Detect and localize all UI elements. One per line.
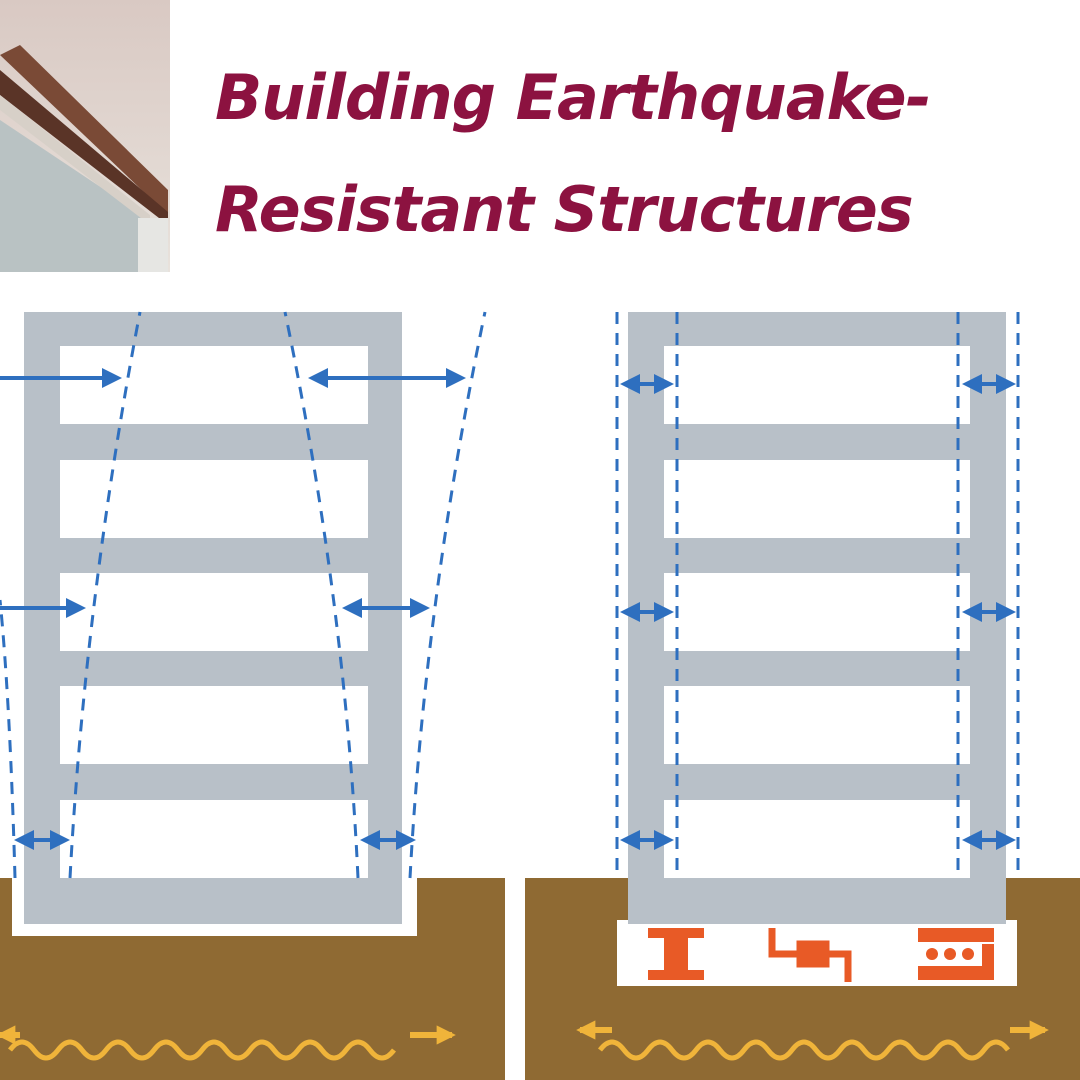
page-title: Building Earthquake- Resistant Structure…	[215, 42, 931, 266]
deformation-lines-left	[0, 311, 487, 879]
deformation-lines-right	[615, 312, 1020, 878]
drift-arrows-left	[0, 368, 466, 850]
damper-icon	[768, 928, 852, 982]
drift-arrows-right	[620, 374, 1016, 850]
ground-wave-right	[598, 1039, 1010, 1061]
earthquake-diagram	[0, 311, 1080, 1080]
roller-bearing-icon	[918, 928, 994, 980]
conventional-building-panel	[0, 311, 505, 1080]
base-isolated-building-panel	[525, 312, 1080, 1080]
ground-wave-left	[8, 1039, 396, 1061]
title-line-2: Resistant Structures	[215, 173, 914, 246]
house-roof-photo	[0, 0, 170, 272]
floor-openings-left	[60, 346, 368, 878]
title-line-1: Building Earthquake-	[215, 61, 931, 134]
floor-openings-right	[664, 346, 970, 878]
rubber-bearing-icon	[648, 928, 704, 980]
base-isolators	[648, 928, 994, 982]
